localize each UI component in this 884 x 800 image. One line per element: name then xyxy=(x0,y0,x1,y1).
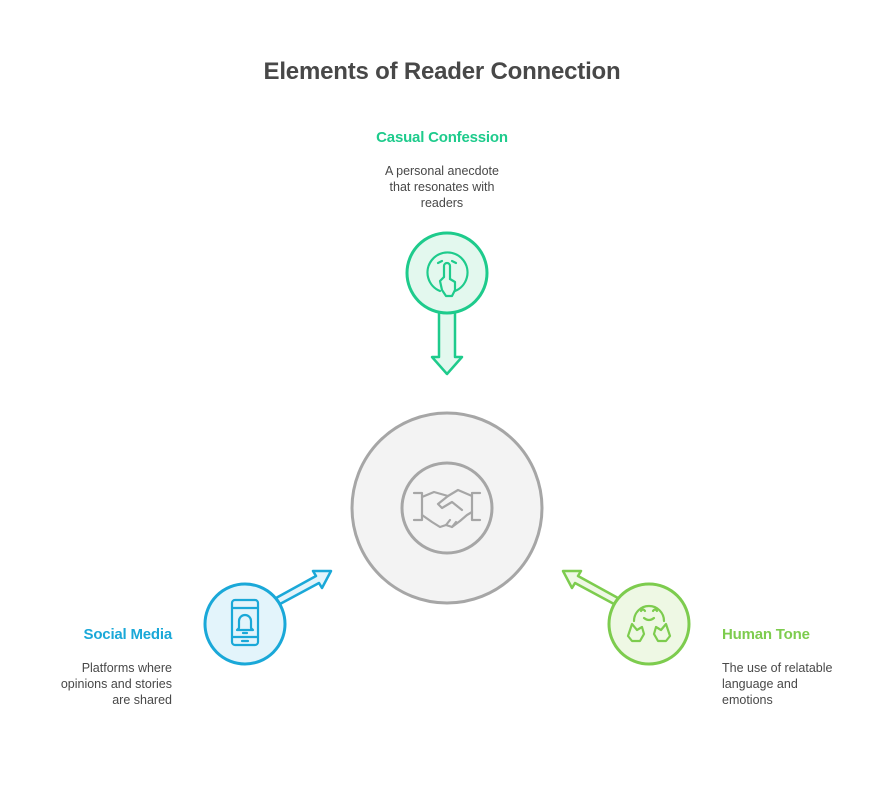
casual-confession-description: A personal anecdote that resonates with … xyxy=(385,164,499,210)
casual-confession-label: Casual Confession xyxy=(376,129,508,146)
casual-confession-arrow xyxy=(430,309,464,376)
social-media-label: Social Media xyxy=(83,626,173,643)
human-tone-circle xyxy=(607,582,691,666)
hugging-face-icon xyxy=(626,604,672,643)
social-media-arrow xyxy=(274,569,333,606)
human-tone-node xyxy=(561,569,691,666)
phone-notification-icon xyxy=(230,598,260,647)
social-media-node xyxy=(203,569,333,666)
handshake-icon xyxy=(412,488,482,529)
center-inner-circle xyxy=(400,461,494,555)
human-tone-arrow xyxy=(561,569,620,606)
casual-confession-circle xyxy=(405,231,489,315)
human-tone-label: Human Tone xyxy=(722,626,810,643)
shush-face-icon xyxy=(426,251,469,298)
casual-confession-node xyxy=(405,231,489,376)
social-media-circle xyxy=(203,582,287,666)
diagram-title: Elements of Reader Connection xyxy=(263,58,621,85)
social-media-description: Platforms where opinions and stories are… xyxy=(60,661,172,707)
center-node xyxy=(350,411,544,605)
human-tone-description: The use of relatable language and emotio… xyxy=(722,661,833,707)
